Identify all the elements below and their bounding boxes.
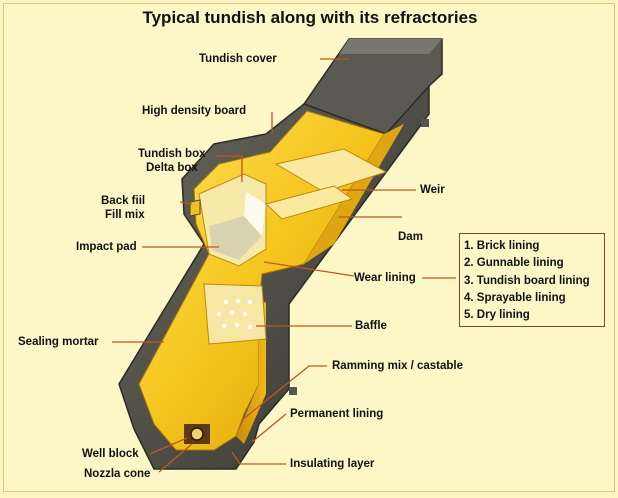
legend-item: 1. Brick lining	[464, 238, 604, 255]
diagram-title: Typical tundish along with its refractor…	[4, 8, 616, 28]
label-high-density-board: High density board	[142, 104, 246, 118]
diagram-canvas: Typical tundish along with its refractor…	[3, 3, 615, 492]
label-tundish-cover: Tundish cover	[199, 52, 277, 66]
label-sealing-mortar: Sealing mortar	[18, 335, 99, 349]
label-well-block: Well block	[82, 447, 139, 461]
label-wear-lining: Wear lining	[354, 271, 416, 285]
legend-item: 2. Gunnable lining	[464, 255, 604, 272]
label-ramming-mix: Ramming mix / castable	[332, 359, 463, 373]
legend-item: 4. Sprayable lining	[464, 290, 604, 307]
label-fill-mix: Fill mix	[105, 208, 145, 222]
label-weir: Weir	[420, 183, 445, 197]
legend-item: 3. Tundish board lining	[464, 273, 604, 290]
label-insulating-layer: Insulating layer	[290, 457, 374, 471]
label-nozzle-cone: Nozzla cone	[84, 467, 150, 481]
label-permanent-lining: Permanent lining	[290, 407, 383, 421]
label-back-fill: Back fiil	[101, 194, 145, 208]
label-delta-box: Delta box	[146, 161, 198, 175]
label-dam: Dam	[398, 230, 423, 244]
legend-item: 5. Dry lining	[464, 307, 604, 324]
wear-lining-legend: 1. Brick lining 2. Gunnable lining 3. Tu…	[459, 233, 605, 327]
label-tundish-box: Tundish box	[138, 147, 206, 161]
label-baffle: Baffle	[355, 319, 387, 333]
label-impact-pad: Impact pad	[76, 240, 137, 254]
baffle-shape	[204, 284, 266, 344]
